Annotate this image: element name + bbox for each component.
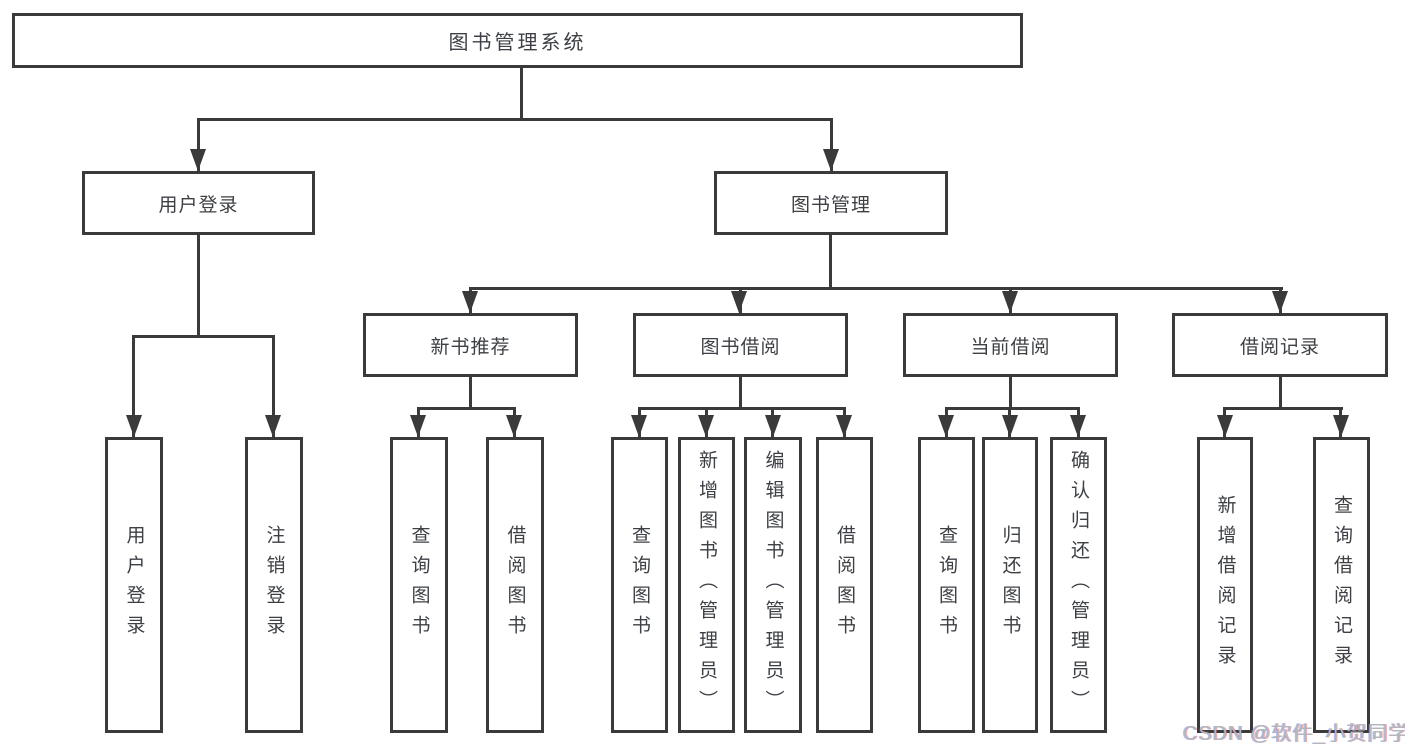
leaf-return-book: 归还图书	[982, 437, 1038, 733]
connector-line	[1279, 377, 1282, 410]
node-new-book-recommend-label: 新书推荐	[430, 336, 511, 358]
leaf-borrow-books-2: 借阅图书	[816, 437, 873, 733]
connector-line	[739, 377, 742, 410]
leaf-add-borrow-record: 新增借阅记录	[1197, 437, 1253, 733]
node-user-login-label: 用户登录	[158, 194, 239, 216]
node-new-book-recommend: 新书推荐	[363, 313, 578, 377]
arrow-down-icon	[698, 415, 714, 437]
arrow-down-icon	[1070, 415, 1086, 437]
arrow-down-icon	[1217, 415, 1233, 437]
leaf-edit-book-admin: 编辑图书（管理员）	[744, 437, 802, 733]
arrow-down-icon	[1333, 415, 1349, 437]
connector-line	[945, 407, 1080, 410]
leaf-query-books-2: 查询图书	[611, 437, 668, 733]
connector-line	[520, 68, 523, 121]
node-borrowing-records-label: 借阅记录	[1239, 336, 1320, 358]
arrow-down-icon	[1002, 415, 1018, 437]
node-book-borrowing-label: 图书借阅	[700, 336, 781, 358]
connector-line	[830, 118, 833, 171]
leaf-query-books-3-label: 查询图书	[936, 525, 957, 645]
leaf-query-books-1-label: 查询图书	[408, 525, 430, 645]
arrow-down-icon	[631, 415, 647, 437]
leaf-logout-label: 注销登录	[263, 525, 285, 645]
node-current-borrowing: 当前借阅	[903, 313, 1118, 377]
leaf-logout: 注销登录	[245, 437, 303, 733]
connector-line	[829, 235, 832, 290]
csdn-watermark: CSDN @软件_小贺同学	[1183, 723, 1405, 745]
leaf-add-book-admin: 新增图书（管理员）	[678, 437, 735, 733]
leaf-edit-book-admin-label: 编辑图书（管理员）	[762, 450, 784, 720]
node-borrowing-records: 借阅记录	[1172, 313, 1388, 377]
leaf-query-borrow-record-label: 查询借阅记录	[1331, 495, 1352, 675]
leaf-confirm-return-admin-label: 确认归还（管理员）	[1068, 450, 1089, 720]
connector-line	[197, 118, 200, 171]
arrow-down-icon	[765, 415, 781, 437]
connector-line	[469, 287, 1283, 290]
leaf-query-books-2-label: 查询图书	[629, 525, 650, 645]
arrow-down-icon	[823, 149, 839, 171]
connector-line	[1009, 377, 1012, 410]
connector-line	[197, 235, 200, 338]
arrow-down-icon	[938, 415, 954, 437]
leaf-query-books-1: 查询图书	[390, 437, 448, 733]
connector-line	[469, 377, 472, 410]
leaf-add-borrow-record-label: 新增借阅记录	[1214, 495, 1236, 675]
leaf-query-borrow-record: 查询借阅记录	[1313, 437, 1370, 733]
arrow-down-icon	[126, 415, 142, 437]
node-book-management-label: 图书管理	[790, 194, 871, 216]
connector-line	[1223, 407, 1343, 410]
node-current-borrowing-label: 当前借阅	[970, 336, 1051, 358]
leaf-add-book-admin-label: 新增图书（管理员）	[696, 450, 717, 720]
arrow-down-icon	[731, 291, 747, 313]
leaf-borrow-books-1-label: 借阅图书	[504, 525, 526, 645]
node-user-login: 用户登录	[82, 171, 315, 235]
leaf-user-login: 用户登录	[105, 437, 163, 733]
connector-line	[417, 407, 516, 410]
arrow-down-icon	[836, 415, 852, 437]
connector-line	[132, 335, 275, 338]
arrow-down-icon	[190, 149, 206, 171]
leaf-confirm-return-admin: 确认归还（管理员）	[1050, 437, 1107, 733]
arrow-down-icon	[410, 415, 426, 437]
arrow-down-icon	[462, 291, 478, 313]
leaf-return-book-label: 归还图书	[999, 525, 1021, 645]
leaf-user-login-label: 用户登录	[123, 525, 145, 645]
connector-line	[638, 407, 846, 410]
connector-line	[272, 335, 275, 437]
leaf-query-books-3: 查询图书	[918, 437, 975, 733]
arrow-down-icon	[1002, 291, 1018, 313]
leaf-borrow-books-1: 借阅图书	[486, 437, 544, 733]
arrow-down-icon	[1272, 291, 1288, 313]
connector-line	[197, 118, 833, 121]
node-book-borrowing: 图书借阅	[633, 313, 848, 377]
arrow-down-icon	[265, 415, 281, 437]
leaf-borrow-books-2-label: 借阅图书	[834, 525, 855, 645]
arrow-down-icon	[506, 415, 522, 437]
connector-line	[132, 335, 135, 437]
node-root: 图书管理系统	[12, 13, 1023, 68]
node-root-label: 图书管理系统	[448, 32, 587, 54]
node-book-management: 图书管理	[714, 171, 948, 235]
